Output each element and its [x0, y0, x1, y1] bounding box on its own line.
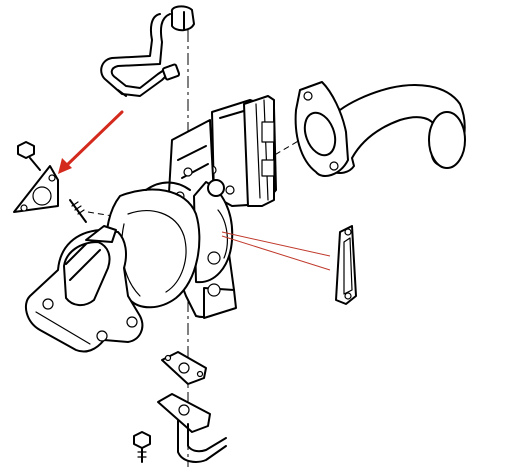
oil-return-gasket [161, 351, 207, 385]
flange-bolt [17, 141, 41, 171]
turbocharger-housing [105, 119, 237, 319]
outlet-gasket [335, 225, 357, 305]
return-pipe-bolt [133, 431, 151, 463]
oil-feed-pipe [100, 5, 195, 97]
banjo-union [170, 5, 195, 32]
flange-stud [69, 199, 87, 223]
callout-lines [221, 231, 331, 271]
pointer-arrow [58, 110, 124, 174]
pipe-nut [161, 63, 181, 81]
intake-elbow-pipe [294, 81, 466, 177]
oil-return-pipe [157, 393, 227, 463]
flange-gasket [13, 165, 59, 213]
exhaust-manifold-flange [24, 225, 144, 353]
